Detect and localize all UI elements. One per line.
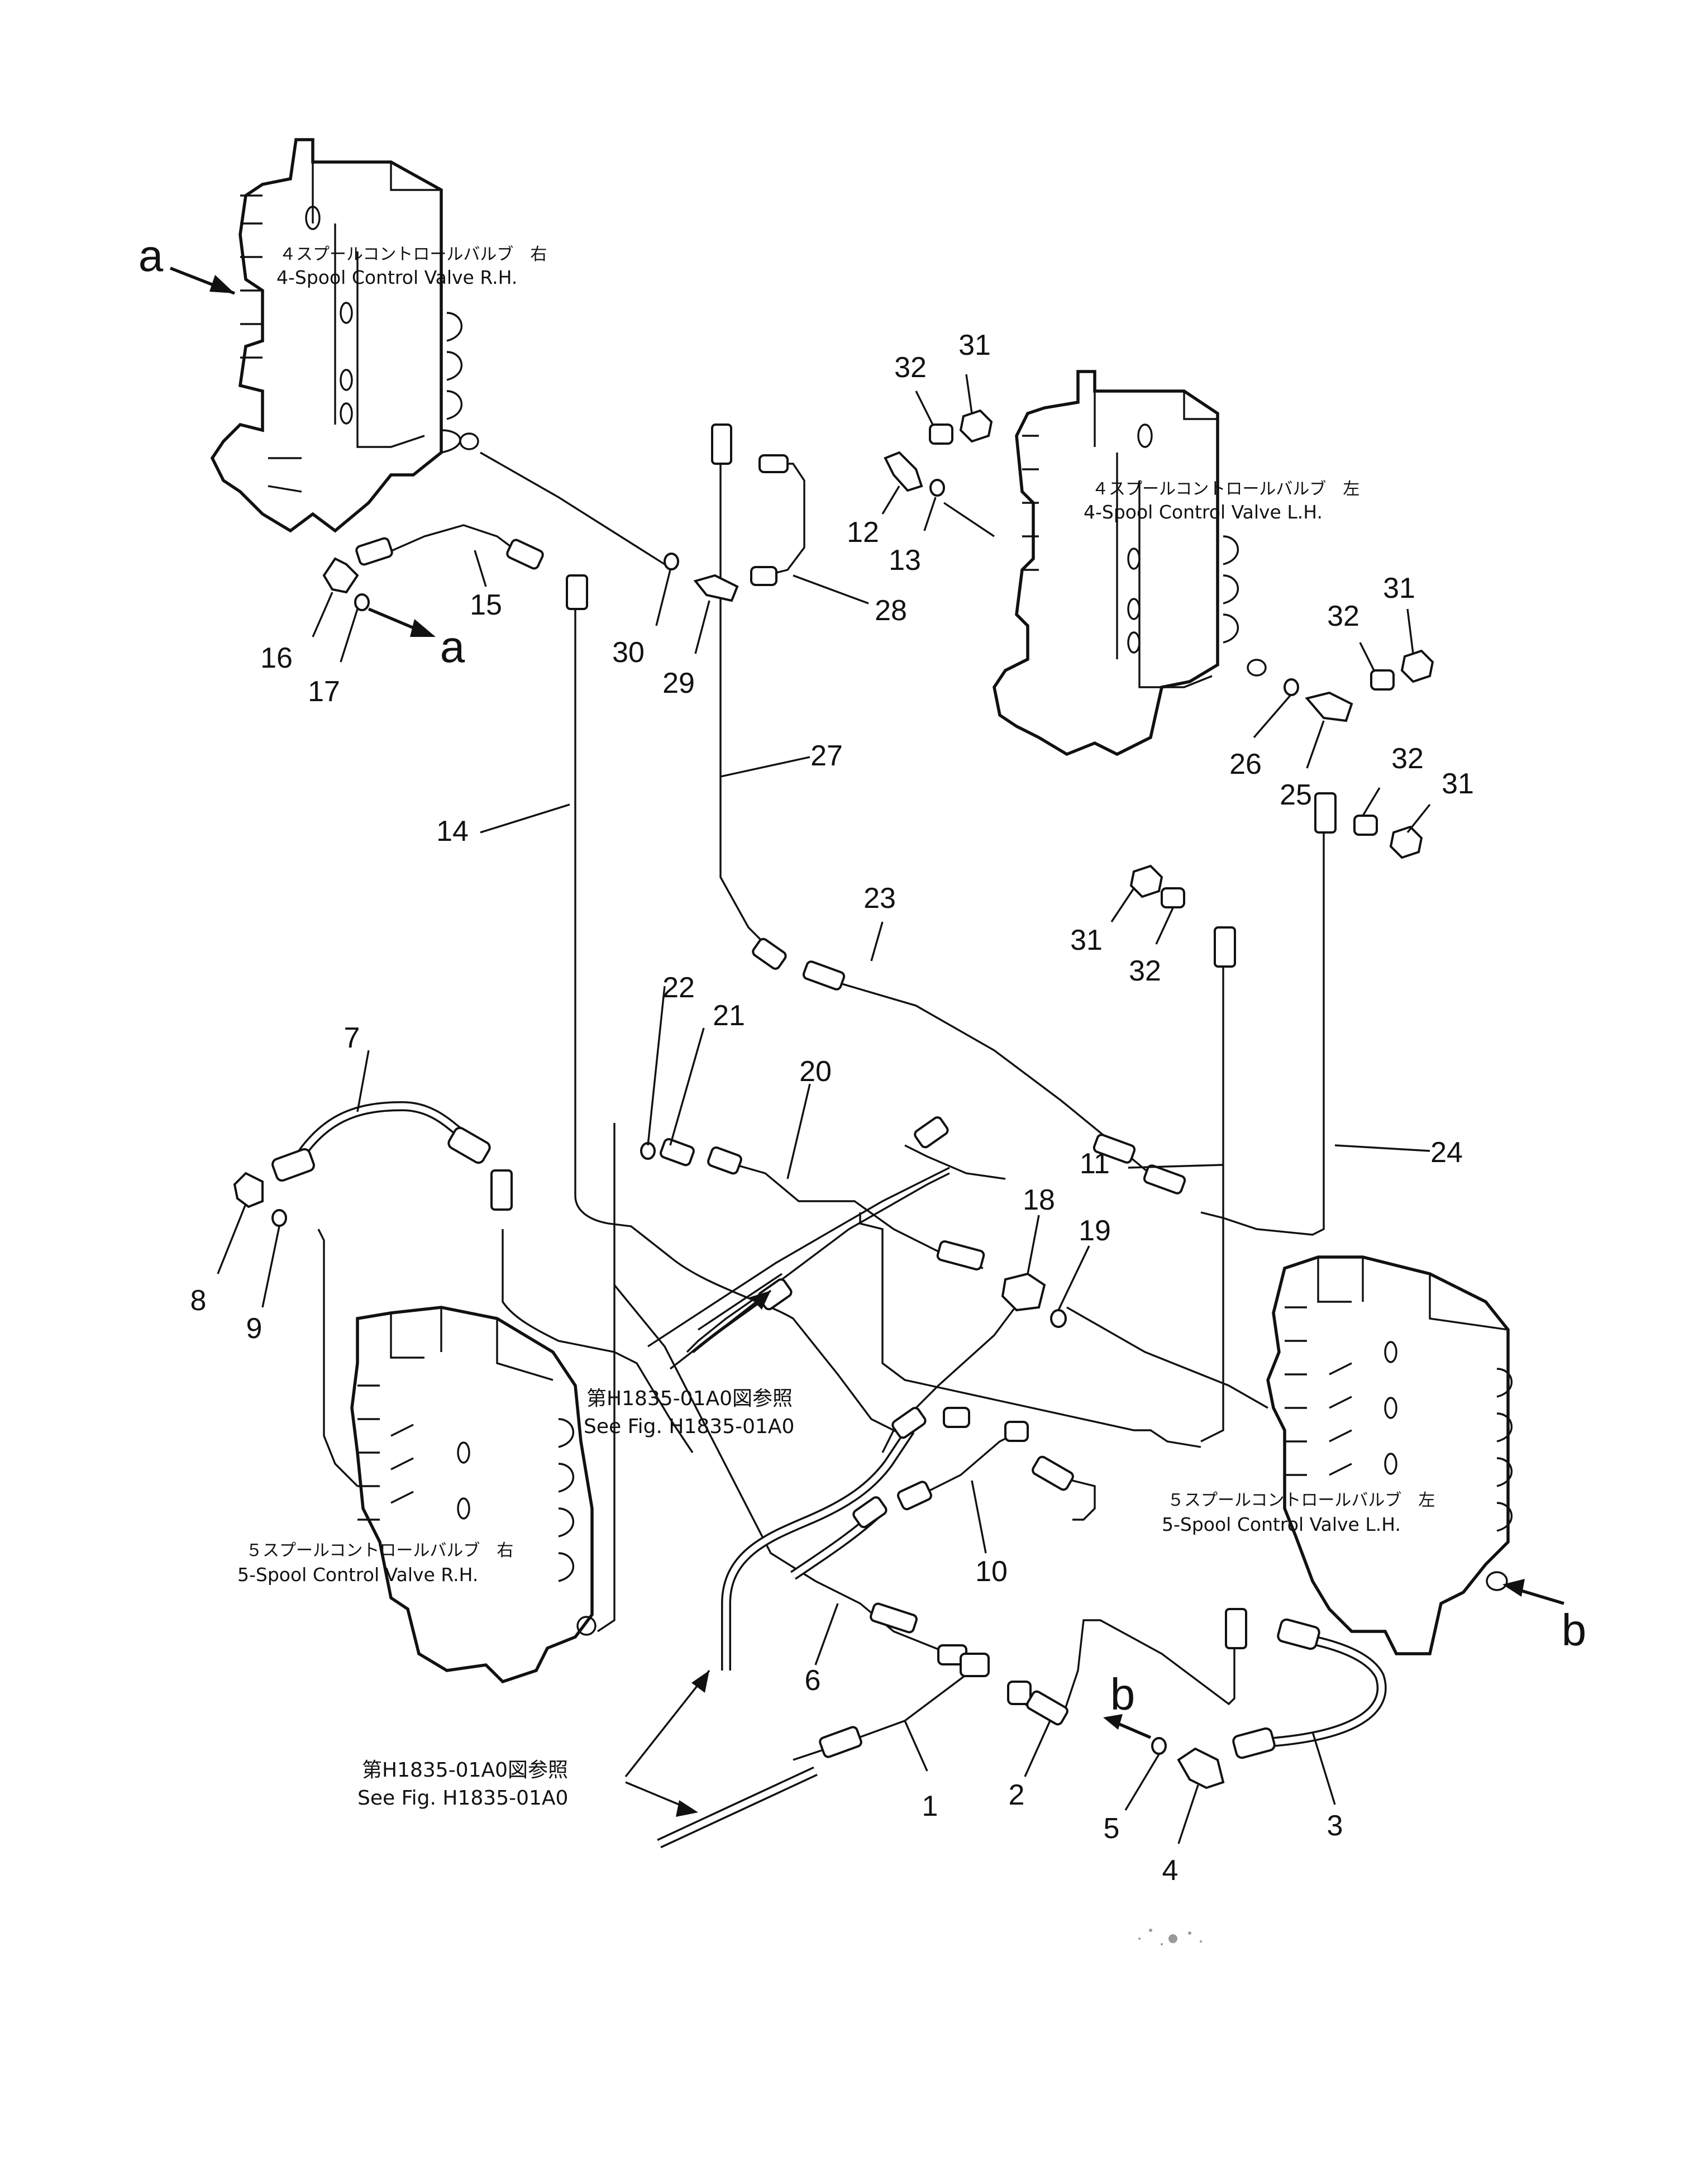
valve-5-rh-label-en: 5-Spool Control Valve R.H. <box>237 1564 478 1586</box>
valve-4-rh-label-en: 4-Spool Control Valve R.H. <box>276 266 517 288</box>
part-number-32-a: 32 <box>894 351 927 384</box>
part-number-30: 30 <box>612 636 645 669</box>
valve-5-lh-label-en: 5-Spool Control Valve L.H. <box>1162 1514 1401 1535</box>
scan-noise <box>1138 1929 1202 1945</box>
part-number-22: 22 <box>662 972 695 1004</box>
part-number-3: 3 <box>1327 1810 1343 1842</box>
part-number-16: 16 <box>260 642 293 674</box>
valve-5-spool-lh <box>1266 1255 1513 1655</box>
part-number-31-c: 31 <box>1442 768 1474 800</box>
valve-4-rh-label-jp: ４スプールコントロールバルブ 右 <box>279 245 547 264</box>
part-number-4: 4 <box>1162 1854 1179 1887</box>
part-number-11: 11 <box>1080 1148 1110 1180</box>
part-number-1: 1 <box>922 1790 938 1822</box>
valve-4-lh-label-en: 4-Spool Control Valve L.H. <box>1084 501 1323 523</box>
valve-5-spool-rh <box>350 1306 597 1684</box>
part-number-17: 17 <box>308 675 340 708</box>
see-fig-arrows <box>624 1289 772 1817</box>
part-number-25: 25 <box>1280 779 1312 811</box>
see-fig-ref-1-en: See Fig. H1835-01A0 <box>584 1415 794 1438</box>
hose-7 <box>271 1101 513 1211</box>
fittings <box>233 409 1434 1790</box>
part-number-24: 24 <box>1430 1136 1463 1169</box>
tube-bottom-left <box>657 1766 818 1849</box>
part-number-32-d: 32 <box>1129 955 1161 987</box>
part-number-2: 2 <box>1009 1779 1025 1811</box>
see-fig-ref-1-jp: 第H1835-01A0図参照 <box>586 1387 793 1410</box>
part-number-31-d: 31 <box>1070 924 1103 956</box>
part-number-29: 29 <box>662 667 695 699</box>
part-number-14: 14 <box>436 815 469 848</box>
piping <box>317 423 1337 1761</box>
part-number-23: 23 <box>863 882 896 915</box>
part-number-8: 8 <box>190 1284 207 1317</box>
valve-4-spool-rh <box>210 138 479 533</box>
view-marker-b-right: b <box>1562 1605 1587 1655</box>
view-arrows <box>169 266 1564 1739</box>
leader-lines <box>217 374 1431 1844</box>
part-number-20: 20 <box>799 1055 832 1088</box>
part-number-27: 27 <box>810 740 843 772</box>
part-number-26: 26 <box>1229 748 1262 780</box>
pipe-pilot-diag <box>647 1167 950 1348</box>
hose-3 <box>1232 1618 1387 1759</box>
part-number-19: 19 <box>1079 1215 1111 1247</box>
valve-5-lh-label-jp: ５スプールコントロールバルブ 左 <box>1167 1491 1435 1510</box>
part-number-10: 10 <box>975 1555 1008 1588</box>
valve-4-lh-label-jp: ４スプールコントロールバルブ 左 <box>1092 479 1359 499</box>
part-number-28: 28 <box>875 594 907 627</box>
part-numbers: 1 2 3 4 5 6 7 8 9 10 11 12 13 14 15 16 1… <box>190 329 1474 1887</box>
part-number-12: 12 <box>847 516 879 549</box>
part-number-9: 9 <box>246 1312 263 1345</box>
part-number-13: 13 <box>889 544 921 577</box>
part-number-21: 21 <box>713 1000 745 1032</box>
see-fig-ref-2-en: See Fig. H1835-01A0 <box>357 1787 568 1810</box>
hose-see-fig <box>721 1427 915 1670</box>
view-marker-a-bottom: a <box>440 622 465 672</box>
part-number-31-a: 31 <box>958 329 991 361</box>
view-marker-a-top: a <box>139 231 164 280</box>
part-number-32-b: 32 <box>1327 600 1359 632</box>
part-number-6: 6 <box>805 1664 821 1697</box>
valve-4-spool-lh <box>993 370 1267 756</box>
pipe-pilot-diag-b <box>698 1273 783 1331</box>
view-marker-b-bottom: b <box>1110 1669 1136 1719</box>
part-number-15: 15 <box>470 589 502 621</box>
valve-5-rh-label-jp: ５スプールコントロールバルブ 右 <box>246 1541 513 1560</box>
part-number-32-c: 32 <box>1391 743 1424 775</box>
part-number-31-b: 31 <box>1383 572 1415 605</box>
part-number-7: 7 <box>344 1022 360 1054</box>
part-number-18: 18 <box>1023 1184 1055 1216</box>
part-number-5: 5 <box>1104 1812 1120 1845</box>
see-fig-ref-2-jp: 第H1835-01A0図参照 <box>362 1759 568 1782</box>
